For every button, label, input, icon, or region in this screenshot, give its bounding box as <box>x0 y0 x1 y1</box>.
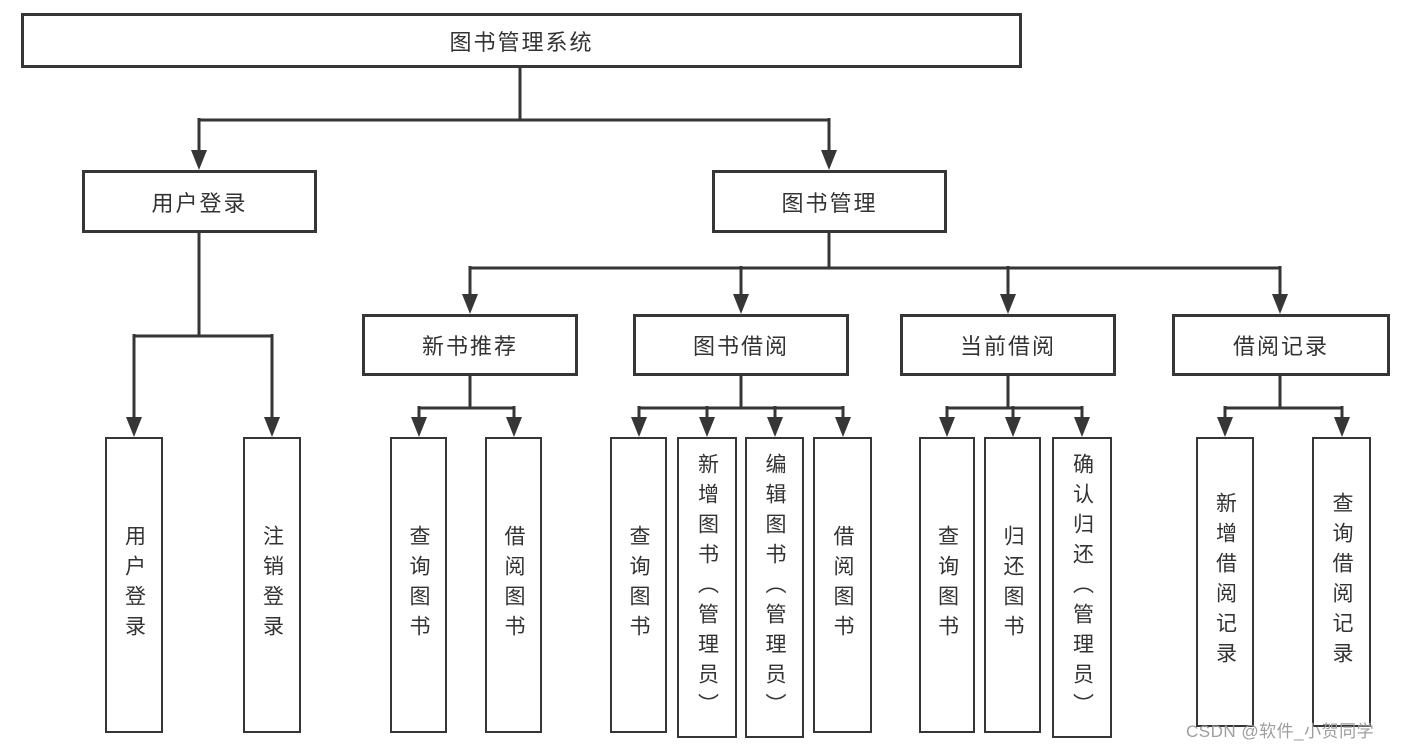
node-label: 查询图书 <box>407 525 430 645</box>
leaf-user-login: 用户登录 <box>105 437 163 733</box>
node-label: 当前借阅 <box>959 334 1056 359</box>
node-label: 查询图书 <box>935 525 959 645</box>
leaf-logout: 注销登录 <box>243 437 301 733</box>
node-label: 新增图书（管理员） <box>695 452 719 723</box>
leaf-bb-borrow-books: 借阅图书 <box>813 437 872 733</box>
node-label: 借阅图书 <box>502 525 525 645</box>
leaf-bb-edit-books-admin: 编辑图书（管理员） <box>745 437 804 738</box>
csdn-watermark: CSDN @软件_小贺同学 <box>1186 722 1375 741</box>
leaf-br-query-record: 查询借阅记录 <box>1312 437 1371 727</box>
node-new-book-recommendation: 新书推荐 <box>362 314 578 376</box>
node-label: 借阅图书 <box>831 525 854 645</box>
node-borrowing-records: 借阅记录 <box>1172 314 1390 376</box>
arrowheads <box>126 150 1350 437</box>
node-library-management-system: 图书管理系统 <box>21 13 1022 68</box>
node-book-management: 图书管理 <box>712 170 947 233</box>
leaf-cb-return-books: 归还图书 <box>984 437 1041 733</box>
node-current-borrowing: 当前借阅 <box>900 314 1116 376</box>
node-user-login: 用户登录 <box>82 170 317 233</box>
node-label: 新书推荐 <box>421 334 518 359</box>
leaf-bb-add-books-admin: 新增图书（管理员） <box>677 437 737 738</box>
node-label: 归还图书 <box>1001 525 1024 645</box>
leaf-nb-borrow-books: 借阅图书 <box>485 437 542 733</box>
node-label: 查询图书 <box>627 525 650 645</box>
node-label: 图书管理系统 <box>449 29 594 55</box>
leaf-cb-confirm-return-admin: 确认归还（管理员） <box>1052 437 1112 738</box>
node-label: 借阅记录 <box>1232 334 1329 359</box>
node-label: 查询借阅记录 <box>1330 492 1353 672</box>
node-label: 图书借阅 <box>692 334 789 359</box>
leaf-br-add-record: 新增借阅记录 <box>1196 437 1254 727</box>
node-book-borrowing: 图书借阅 <box>633 314 849 376</box>
node-label: 编辑图书（管理员） <box>763 452 786 723</box>
leaf-nb-query-books: 查询图书 <box>390 437 447 733</box>
node-label: 确认归还（管理员） <box>1070 452 1094 723</box>
node-label: 新增借阅记录 <box>1213 492 1237 672</box>
leaf-bb-query-books: 查询图书 <box>610 437 667 733</box>
node-label: 用户登录 <box>151 190 248 216</box>
node-label: 图书管理 <box>781 190 878 216</box>
leaf-cb-query-books: 查询图书 <box>919 437 975 733</box>
node-label: 注销登录 <box>260 525 284 645</box>
node-label: 用户登录 <box>122 525 146 645</box>
